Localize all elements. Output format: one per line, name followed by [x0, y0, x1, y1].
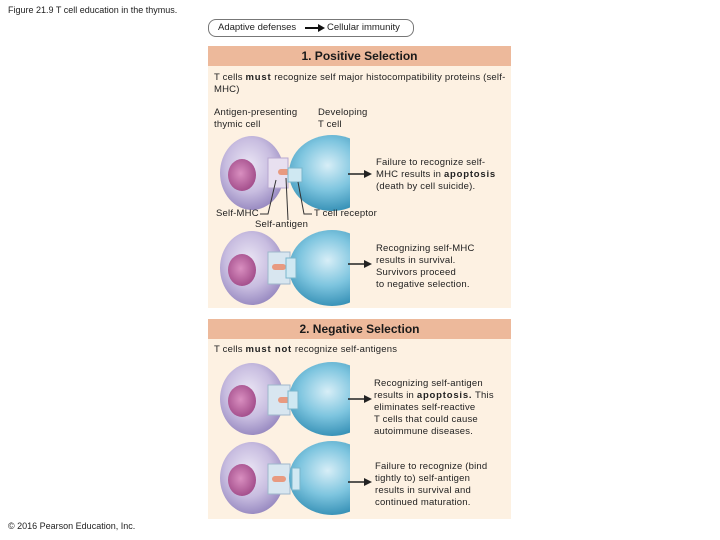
negative-intro: T cells must not recognize self-antigens [214, 344, 397, 356]
t-cell-receptor [288, 391, 298, 409]
positive-intro: T cells must recognize self major histoc… [214, 72, 509, 96]
arrow-icon [348, 260, 372, 268]
developing-t-cell [289, 230, 350, 306]
apc-nucleus [228, 464, 256, 496]
figure-title: Figure 21.9 T cell education in the thym… [8, 5, 177, 15]
label-t-cell-receptor: T cell receptor [314, 208, 377, 220]
positive-selection-header: 1. Positive Selection [208, 46, 511, 66]
flow-arrow-icon [305, 24, 325, 32]
label-pointer-lines [258, 160, 318, 222]
cell-pair-negative-survival [220, 440, 350, 516]
apc-nucleus [228, 254, 256, 286]
negative-apoptosis-text: Recognizing self-antigen results in apop… [374, 378, 494, 438]
positive-survival-text: Recognizing self-MHC results in survival… [376, 243, 475, 291]
arrow-icon [348, 478, 372, 486]
negative-survival-text: Failure to recognize (bind tightly to) s… [375, 461, 487, 509]
copyright: © 2016 Pearson Education, Inc. [8, 521, 135, 531]
apc-nucleus [228, 159, 256, 191]
self-antigen [272, 264, 286, 270]
flow-from-label: Adaptive defenses [218, 20, 296, 36]
apc-nucleus [228, 385, 256, 417]
self-antigen [272, 476, 286, 482]
label-self-mhc: Self-MHC [216, 208, 259, 220]
flow-to-label: Cellular immunity [327, 20, 400, 36]
cell-pair-positive-survival [220, 228, 350, 306]
arrow-icon [348, 170, 372, 178]
t-cell-receptor [292, 468, 300, 490]
positive-failure-text: Failure to recognize self- MHC results i… [376, 157, 496, 193]
flow-pill: Adaptive defenses Cellular immunity [208, 19, 414, 37]
cell-pair-negative-apoptosis [220, 361, 350, 437]
negative-selection-header: 2. Negative Selection [208, 319, 511, 339]
arrow-icon [348, 395, 372, 403]
t-cell-receptor [286, 258, 296, 278]
